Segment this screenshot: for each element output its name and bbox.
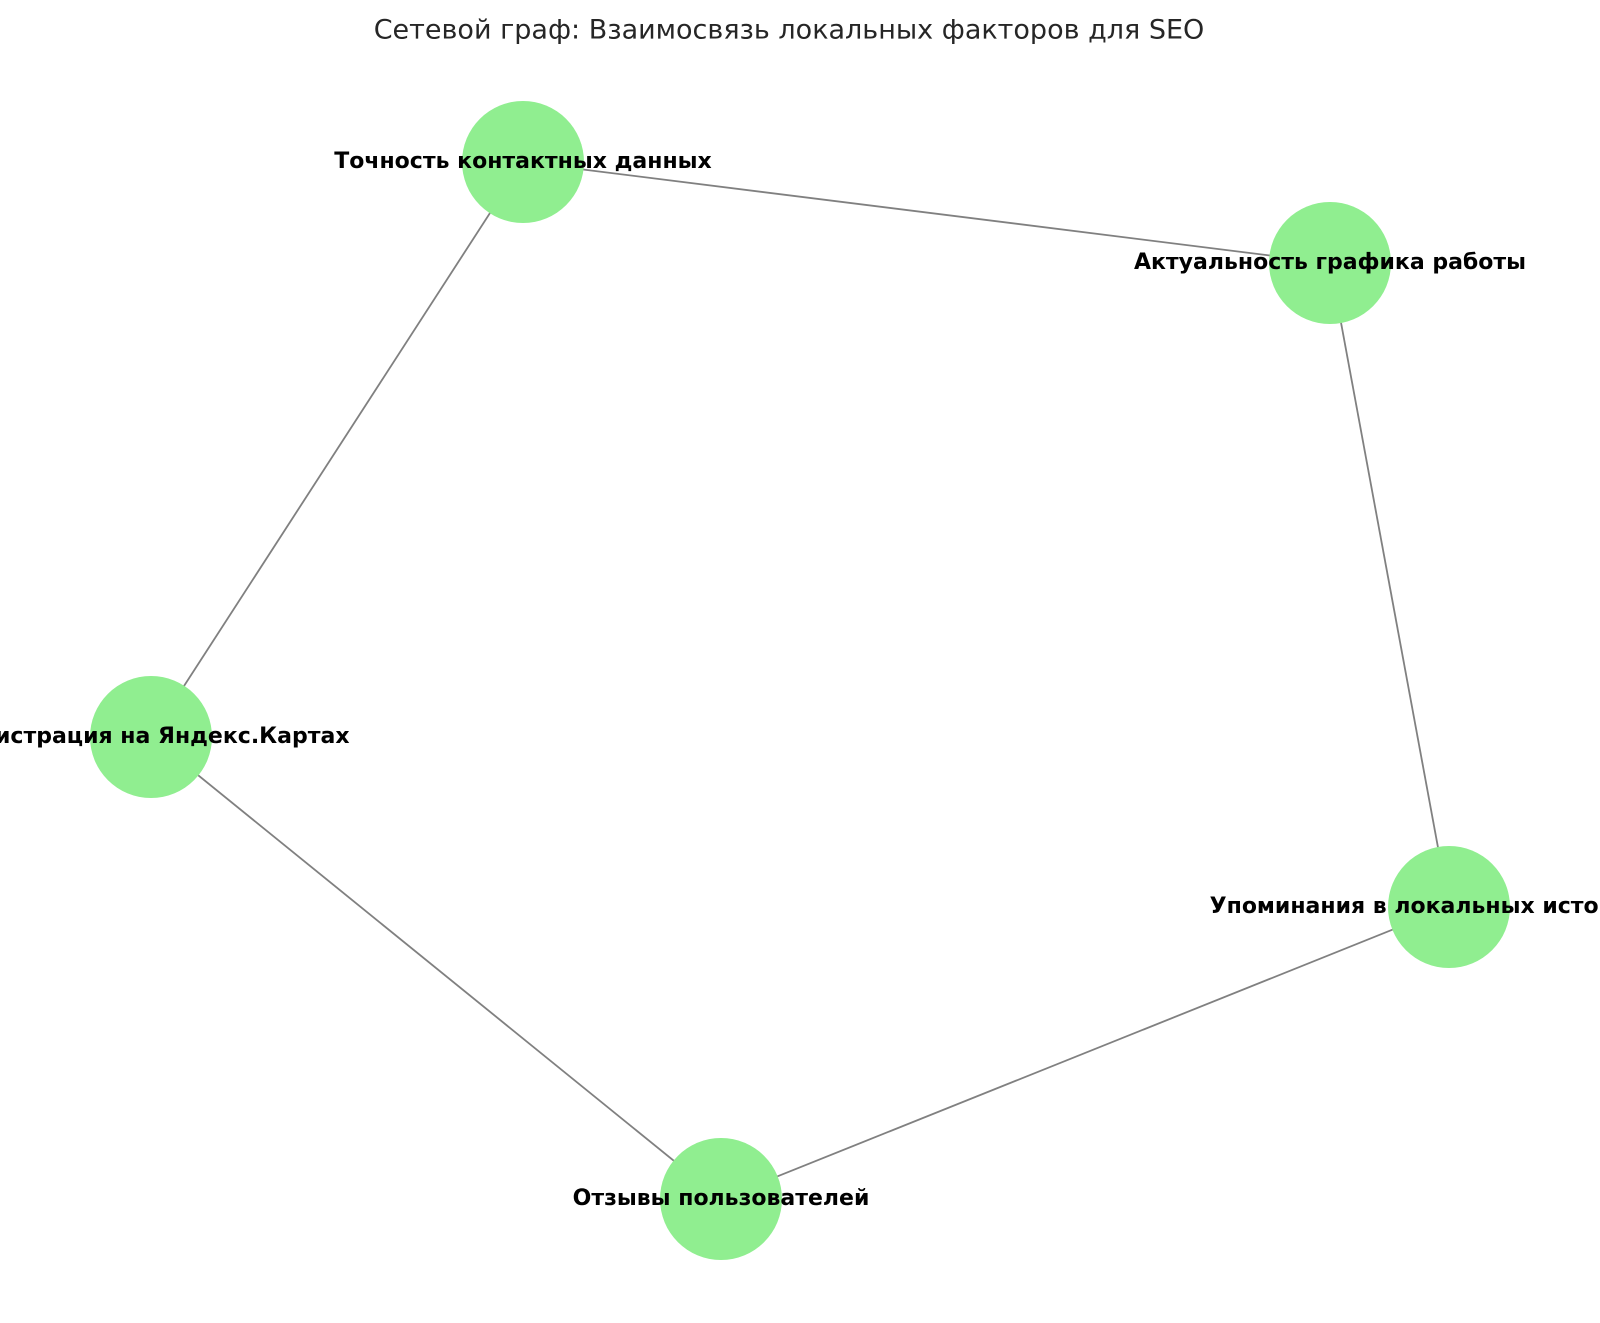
node-label: Регистрация на Яндекс.Картах [0,724,350,749]
graph-node [462,101,584,223]
graph-edge [720,906,1450,1200]
graph-edge [150,161,524,738]
graph-node [660,1138,782,1260]
node-label: Актуальность графика работы [1133,250,1527,275]
graph-edge [150,736,722,1200]
graph-node [90,676,212,798]
graph-node [1269,202,1391,324]
nodes-layer [90,101,1510,1260]
node-label: Отзывы пользователей [572,1186,870,1211]
edges-layer [150,161,1450,1200]
graph-node [1388,846,1510,968]
node-label: Точность контактных данных [334,149,712,174]
graph-edge [1329,262,1450,908]
graph-edge [522,161,1331,264]
node-label: Упоминания в локальных источниках [1209,894,1600,919]
chart-title: Сетевой граф: Взаимосвязь локальных факт… [373,14,1205,46]
